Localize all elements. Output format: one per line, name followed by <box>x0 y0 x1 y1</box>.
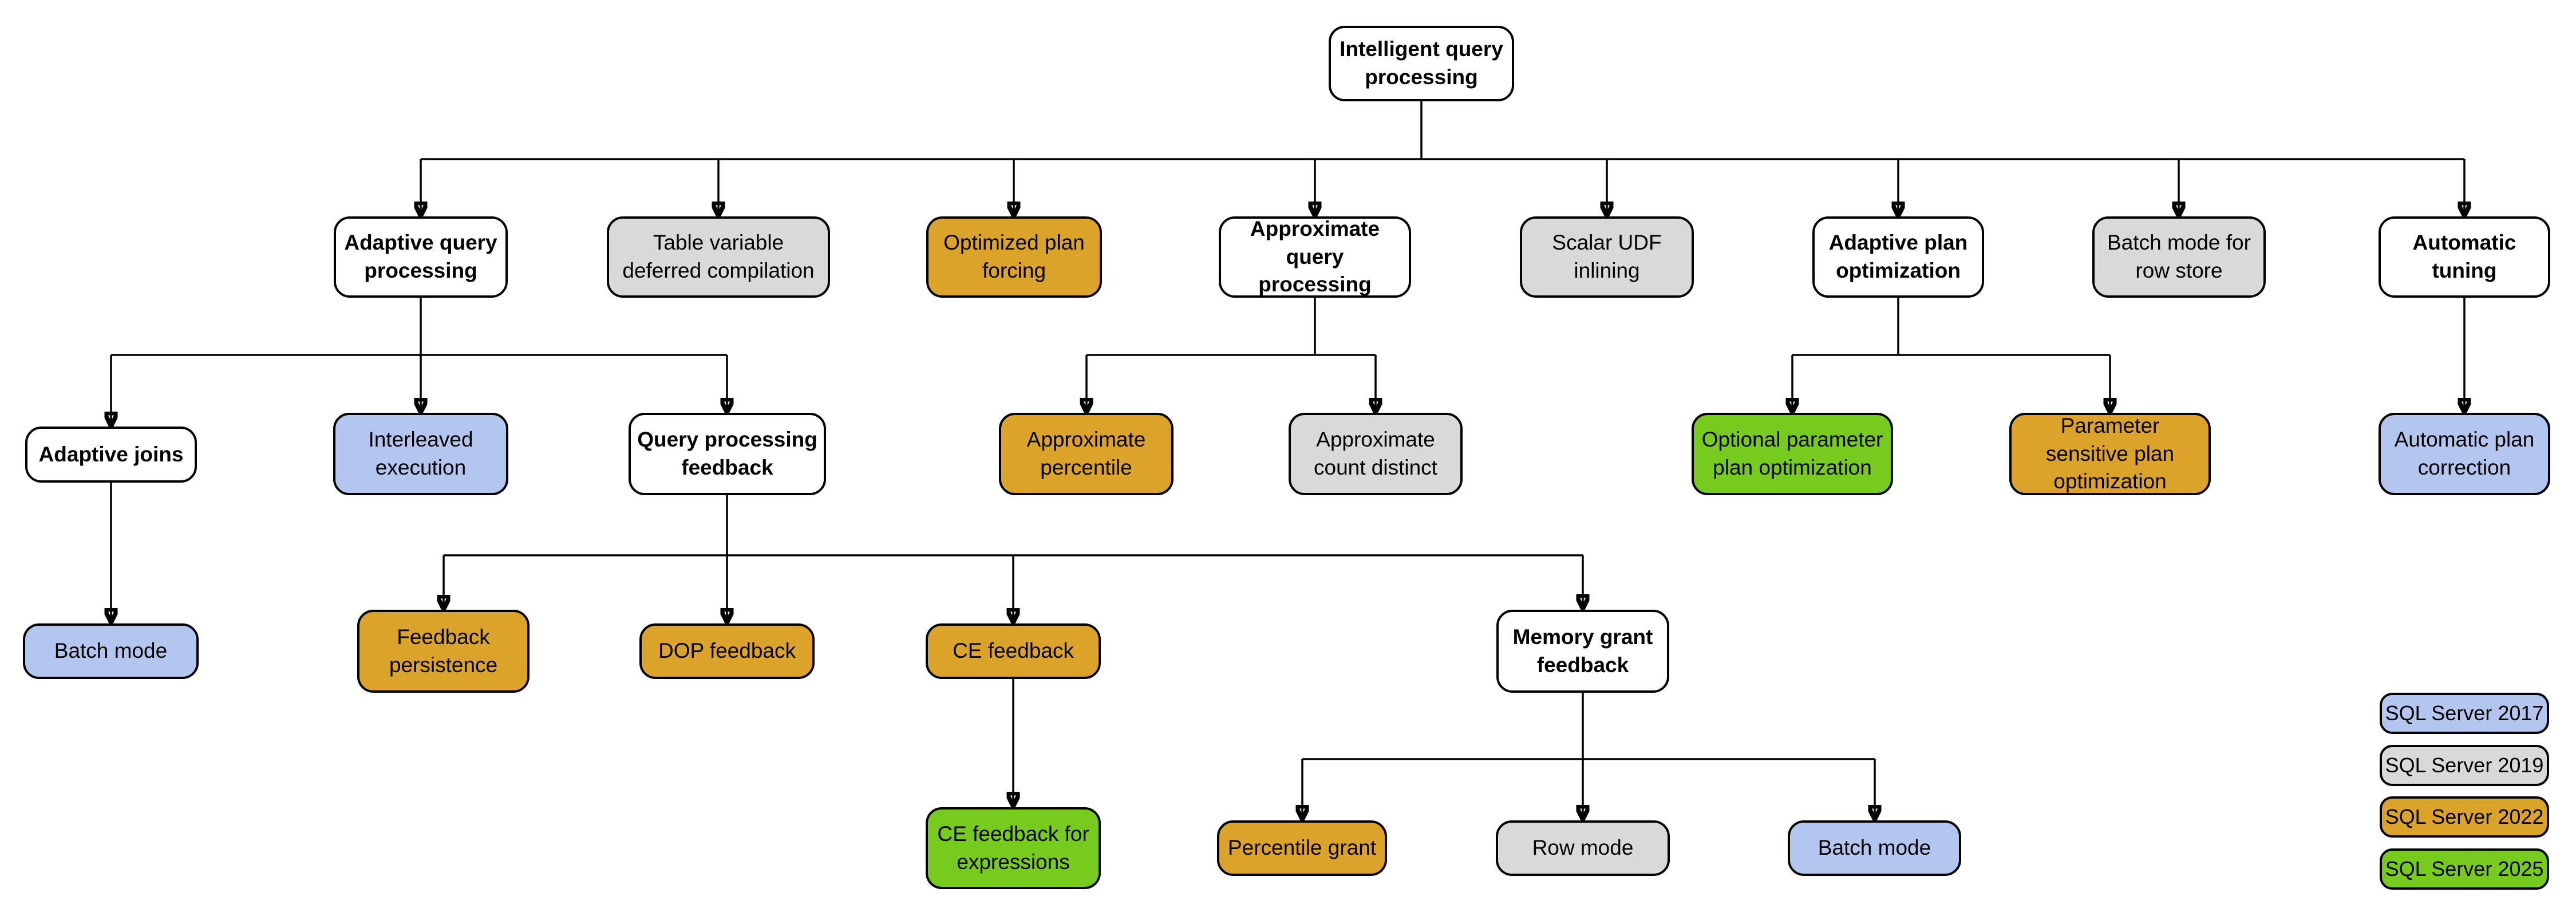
node-label: Adaptive plan optimization <box>1828 231 1968 282</box>
node-label: Batch mode <box>1818 836 1931 860</box>
node-query-processing-feedback: Query processing feedback <box>629 413 826 495</box>
node-label: Adaptive query processing <box>344 231 497 282</box>
node-row-mode: Row mode <box>1496 820 1670 876</box>
node-label: Approximate percentile <box>1026 428 1146 479</box>
node-label: Optimized plan forcing <box>943 231 1085 282</box>
node-label: Percentile grant <box>1227 836 1377 860</box>
node-label: Automatic tuning <box>2412 231 2516 282</box>
legend-sql-server-2017: SQL Server 2017 <box>2380 693 2549 734</box>
legend-label: SQL Server 2025 <box>2385 857 2544 881</box>
node-label: Memory grant feedback <box>1512 625 1653 677</box>
node-label: Interleaved execution <box>368 428 473 479</box>
node-batch-mode-for-row-store: Batch mode for row store <box>2092 216 2266 298</box>
node-percentile-grant: Percentile grant <box>1217 820 1387 876</box>
legend-sql-server-2019: SQL Server 2019 <box>2380 745 2549 786</box>
node-approximate-count-distinct: Approximate count distinct <box>1289 413 1463 495</box>
node-optimized-plan-forcing: Optimized plan forcing <box>926 216 1102 298</box>
node-label: Query processing feedback <box>637 428 817 479</box>
node-label: CE feedback <box>953 639 1074 663</box>
node-label: Row mode <box>1532 836 1634 860</box>
edges-approximate-query-processing <box>1086 298 1376 411</box>
node-label: Table variable deferred compilation <box>622 231 815 282</box>
node-batch-mode-memory-grant: Batch mode <box>1788 820 1961 876</box>
node-approximate-query-processing: Approximate query processing <box>1219 216 1411 298</box>
node-label: Batch mode <box>54 639 168 663</box>
edges-query-processing-feedback <box>444 495 1583 621</box>
node-label: DOP feedback <box>658 639 796 663</box>
node-table-variable-deferred-compilation: Table variable deferred compilation <box>607 216 830 298</box>
node-automatic-plan-correction: Automatic plan correction <box>2379 413 2550 495</box>
node-batch-mode-adaptive-joins: Batch mode <box>23 623 199 679</box>
legend-label: SQL Server 2022 <box>2385 805 2544 828</box>
node-label: Parameter sensitive plan optimization <box>2045 413 2175 493</box>
node-label: Approximate count distinct <box>1314 428 1437 479</box>
node-approximate-percentile: Approximate percentile <box>999 413 1174 495</box>
edges-adaptive-query-processing <box>111 298 727 425</box>
legend-label: SQL Server 2019 <box>2385 753 2544 777</box>
node-automatic-tuning: Automatic tuning <box>2379 216 2550 298</box>
node-adaptive-plan-optimization: Adaptive plan optimization <box>1812 216 1984 298</box>
edges-adaptive-plan-optimization <box>1792 298 2110 411</box>
node-label: Automatic plan correction <box>2394 428 2535 479</box>
legend-label: SQL Server 2017 <box>2385 701 2544 725</box>
node-memory-grant-feedback: Memory grant feedback <box>1496 610 1669 693</box>
node-dop-feedback: DOP feedback <box>639 623 815 679</box>
node-optional-parameter-plan-optimization: Optional parameter plan optimization <box>1692 413 1893 495</box>
node-label: Optional parameter plan optimization <box>1701 428 1883 479</box>
node-label: Intelligent query processing <box>1340 37 1503 89</box>
legend-sql-server-2022: SQL Server 2022 <box>2380 796 2549 838</box>
node-label: CE feedback for expressions <box>937 822 1089 874</box>
node-label: Feedback persistence <box>389 625 498 677</box>
node-adaptive-query-processing: Adaptive query processing <box>334 216 508 298</box>
node-label: Batch mode for row store <box>2107 231 2251 282</box>
node-label: Scalar UDF inlining <box>1552 231 1662 282</box>
node-label: Adaptive joins <box>38 442 184 466</box>
node-intelligent-query-processing: Intelligent query processing <box>1329 26 1514 101</box>
edges-root <box>421 101 2464 215</box>
node-ce-feedback-for-expressions: CE feedback for expressions <box>926 807 1101 889</box>
node-parameter-sensitive-plan-optimization: Parameter sensitive plan optimization <box>2009 413 2211 495</box>
node-interleaved-execution: Interleaved execution <box>333 413 508 495</box>
node-scalar-udf-inlining: Scalar UDF inlining <box>1520 216 1694 298</box>
node-label: Approximate query processing <box>1250 216 1380 297</box>
node-adaptive-joins: Adaptive joins <box>25 427 197 483</box>
node-ce-feedback: CE feedback <box>926 623 1101 679</box>
edges-memory-grant-feedback <box>1302 693 1875 818</box>
node-feedback-persistence: Feedback persistence <box>357 610 530 693</box>
legend-sql-server-2025: SQL Server 2025 <box>2380 848 2549 890</box>
